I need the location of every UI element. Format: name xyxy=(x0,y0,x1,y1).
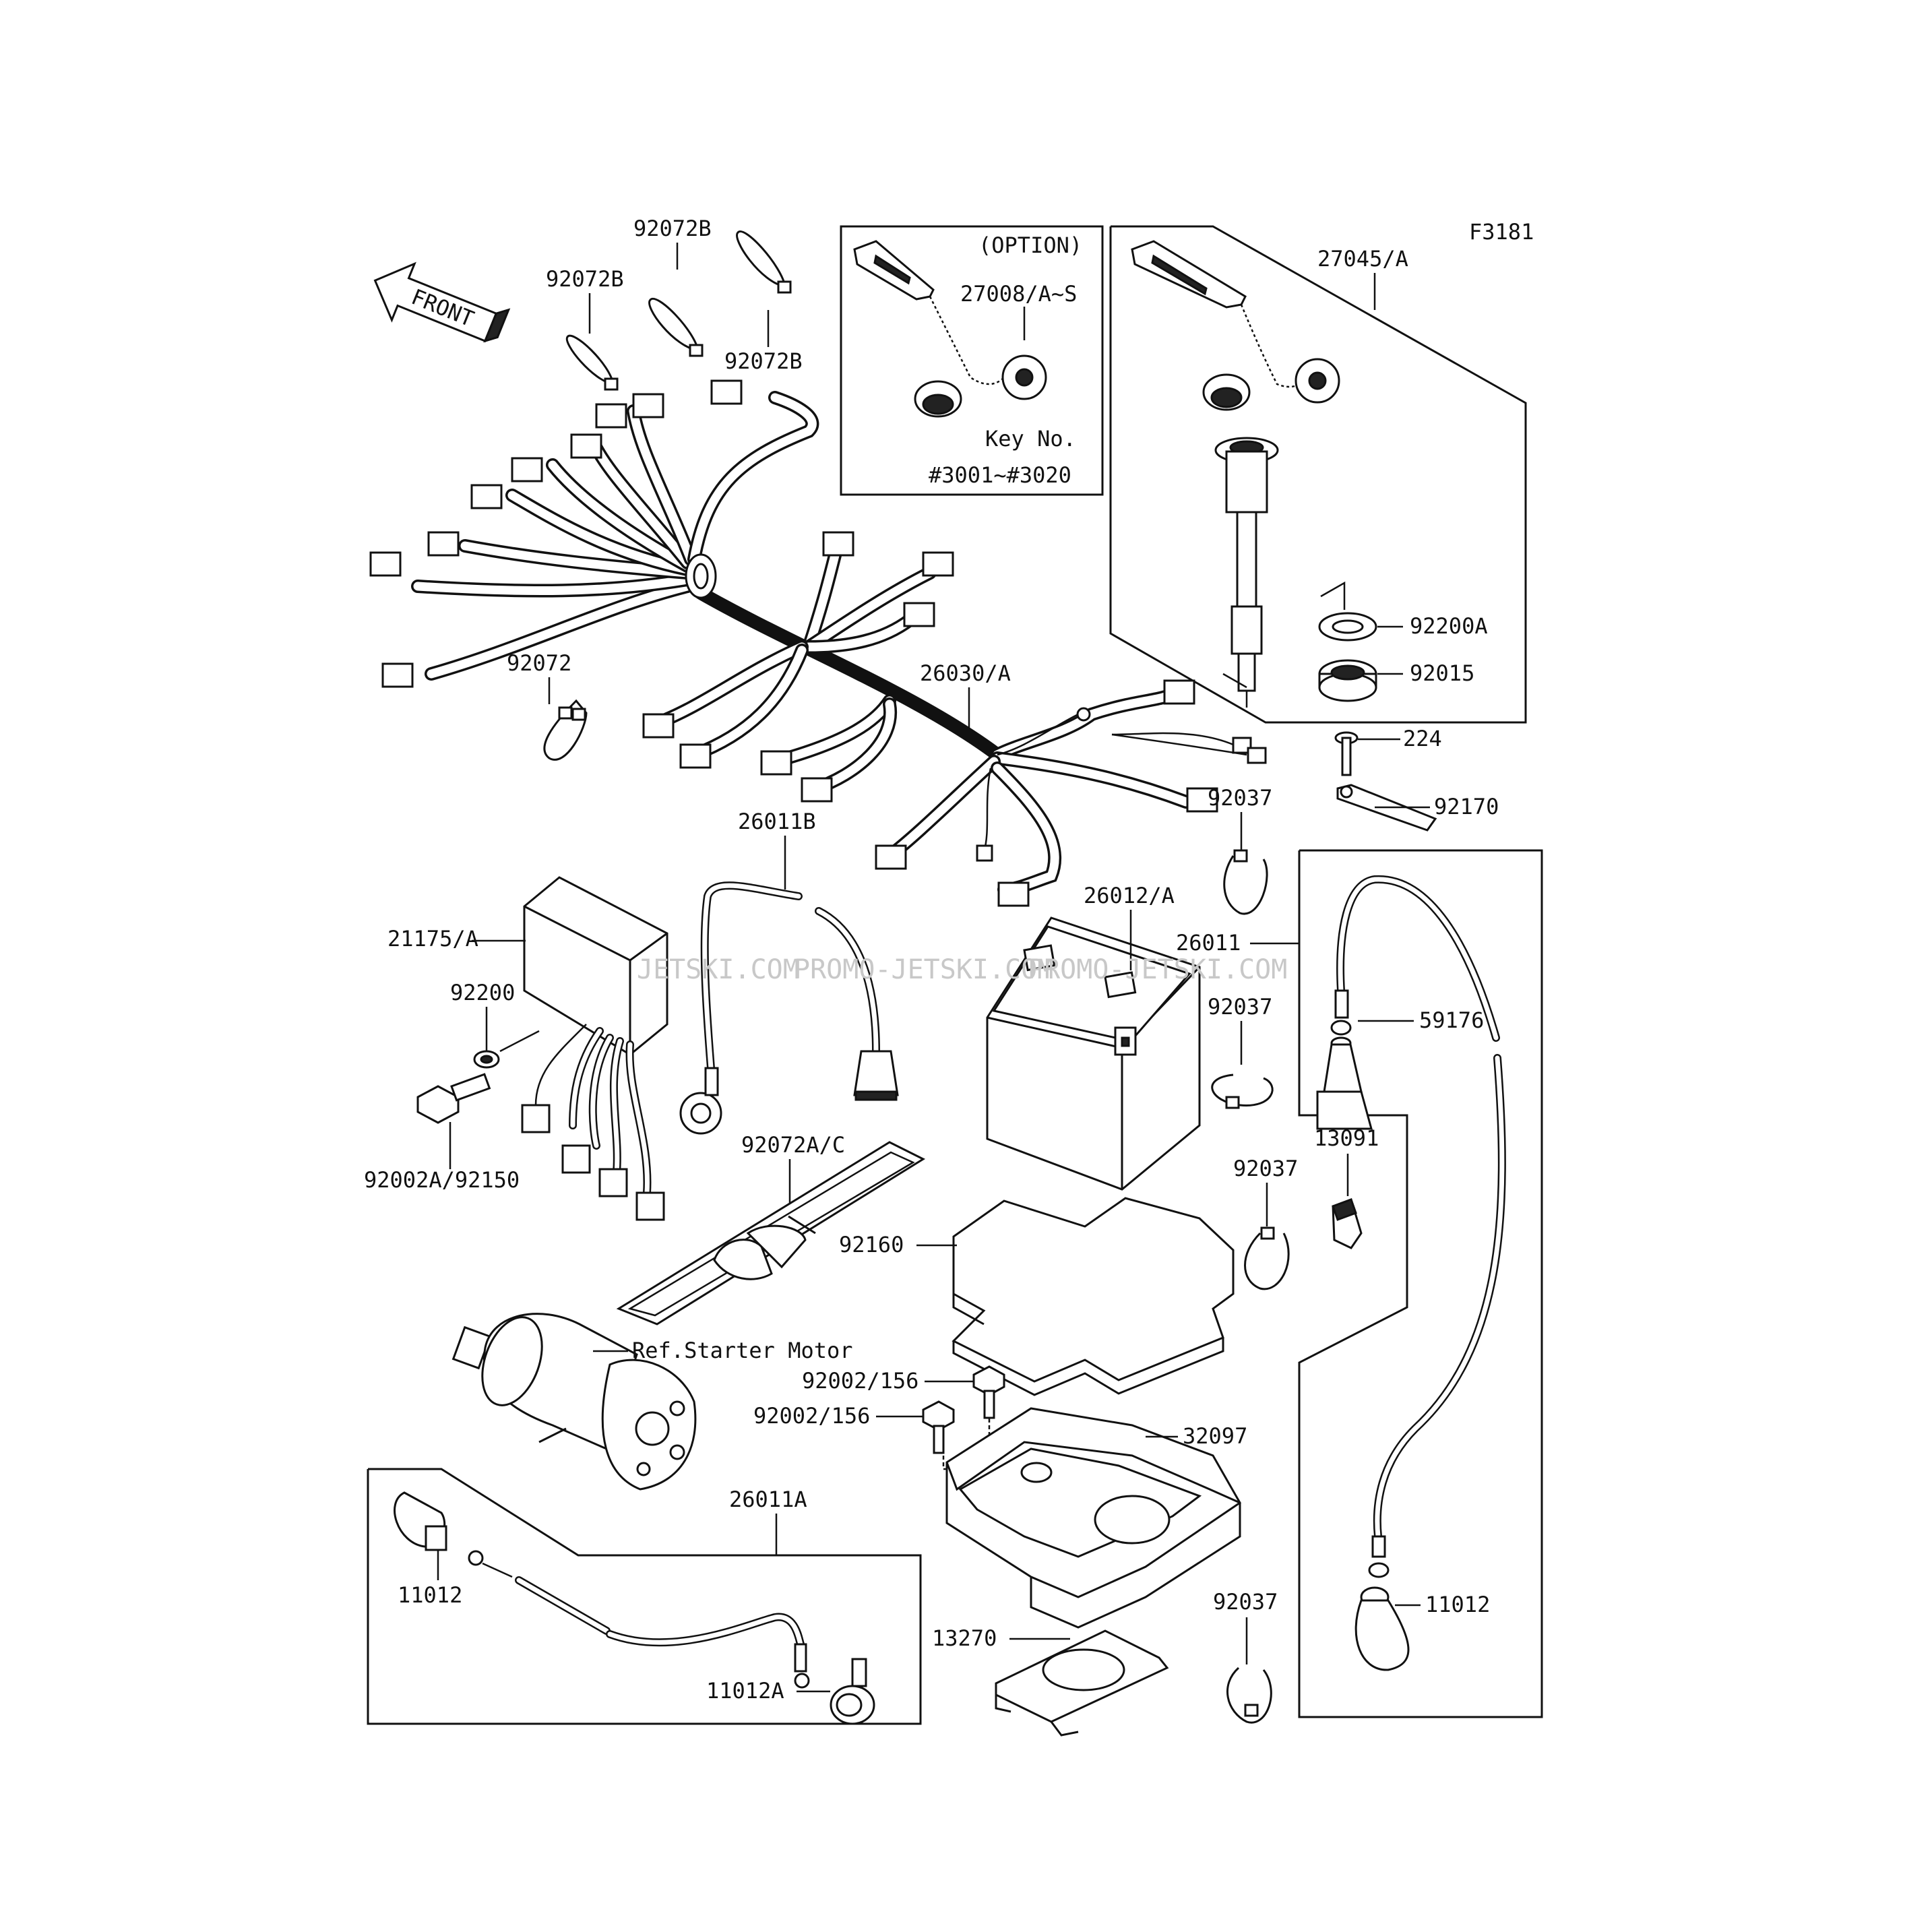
front-arrow-icon: FRONT xyxy=(373,261,511,343)
label-92170: 92170 xyxy=(1434,794,1499,819)
battery-strap-icon xyxy=(616,1141,926,1326)
terminal-cover-icon xyxy=(1332,1198,1363,1249)
ignition-kit-box: 27045/A 92200A xyxy=(1109,225,1527,724)
label-26012A: 26012/A xyxy=(1084,883,1175,908)
label-92072B-2: 92072B xyxy=(546,266,624,292)
label-26011: 26011 xyxy=(1176,930,1241,956)
bolt-icon xyxy=(416,1073,491,1124)
label-92072AC: 92072A/C xyxy=(741,1132,845,1158)
cable-tie-icon xyxy=(1244,1232,1290,1290)
label-92200A: 92200A xyxy=(1410,613,1488,639)
option-part-label: 27008/A~S xyxy=(960,281,1077,307)
label-27045A: 27045/A xyxy=(1317,246,1408,272)
battery-cable-26011B xyxy=(679,881,899,1135)
label-92002-156-a: 92002/156 xyxy=(802,1368,918,1394)
main-wire-harness xyxy=(369,379,1267,907)
key-fob-icon xyxy=(1131,240,1340,411)
watermark-a: JETSKI.COM xyxy=(637,954,799,985)
label-26011A: 26011A xyxy=(729,1487,807,1512)
label-59176: 59176 xyxy=(1419,1007,1484,1033)
key-label: Key No. xyxy=(985,426,1076,451)
label-32097: 32097 xyxy=(1183,1423,1247,1449)
bolt-icon xyxy=(922,1400,955,1454)
battery-pad-icon xyxy=(952,1197,1235,1396)
label-13091: 13091 xyxy=(1314,1125,1379,1151)
label-224: 224 xyxy=(1403,726,1442,751)
cable-tie-icon xyxy=(1223,855,1268,915)
watermark-c: PROMO-JETSKI.COM xyxy=(1028,954,1287,985)
label-92037-1: 92037 xyxy=(1208,785,1272,811)
label-11012-right: 11012 xyxy=(1425,1592,1490,1617)
label-26030A: 26030/A xyxy=(920,660,1011,686)
label-92002A-92150: 92002A/92150 xyxy=(364,1167,520,1193)
starter-motor-icon xyxy=(451,1313,697,1491)
option-title: (OPTION) xyxy=(978,232,1082,258)
watermark-b: PROMO-JETSKI.COM xyxy=(794,954,1053,985)
label-92037-3: 92037 xyxy=(1233,1156,1298,1181)
label-92037-4: 92037 xyxy=(1213,1589,1278,1615)
bolt-icon xyxy=(1334,731,1359,776)
label-11012-left: 11012 xyxy=(398,1582,462,1608)
bracket-plate-icon xyxy=(995,1629,1169,1737)
battery-tray-icon xyxy=(945,1407,1241,1629)
terminal-boot-icon xyxy=(394,1491,447,1551)
label-92072B-1: 92072B xyxy=(633,216,712,241)
label-11012A: 11012A xyxy=(706,1678,784,1704)
terminal-boot-icon xyxy=(1354,1586,1410,1671)
cable-26011-box xyxy=(1298,849,1543,1718)
terminal-boot-icon xyxy=(830,1658,875,1725)
label-92072B-3: 92072B xyxy=(724,348,803,374)
diagram-code: F3181 xyxy=(1469,219,1534,245)
key-fob-icon xyxy=(853,240,1047,418)
cable-tie-icon xyxy=(1226,1666,1272,1724)
ignition-switch-icon xyxy=(1214,437,1279,708)
label-92037-2: 92037 xyxy=(1208,994,1272,1020)
terminal-cap-icon xyxy=(1316,1036,1373,1130)
key-range: #3001~#3020 xyxy=(929,462,1071,488)
label-92015: 92015 xyxy=(1410,660,1474,686)
label-starter-motor: Ref.Starter Motor xyxy=(632,1338,853,1363)
cable-tie-icon xyxy=(543,230,792,761)
nut-icon xyxy=(1318,659,1377,702)
washer-icon xyxy=(1318,581,1377,642)
washer-icon xyxy=(473,1050,500,1069)
label-92200: 92200 xyxy=(450,980,515,1005)
regulator-unit-icon xyxy=(521,876,668,1221)
cable-tie-icon xyxy=(1211,1073,1274,1107)
battery-icon xyxy=(986,916,1201,1191)
label-92002-156-b: 92002/156 xyxy=(753,1403,870,1429)
label-21175A: 21175/A xyxy=(387,926,478,952)
label-13270: 13270 xyxy=(932,1625,997,1651)
label-92160: 92160 xyxy=(839,1232,904,1257)
label-92072: 92072 xyxy=(507,650,571,676)
label-26011B: 26011B xyxy=(738,809,816,834)
option-box: (OPTION) 27008/A~S Key No. #3001~#3020 xyxy=(840,225,1104,496)
cable-26011A-box xyxy=(367,1468,922,1725)
bolt-icon xyxy=(972,1365,1005,1419)
